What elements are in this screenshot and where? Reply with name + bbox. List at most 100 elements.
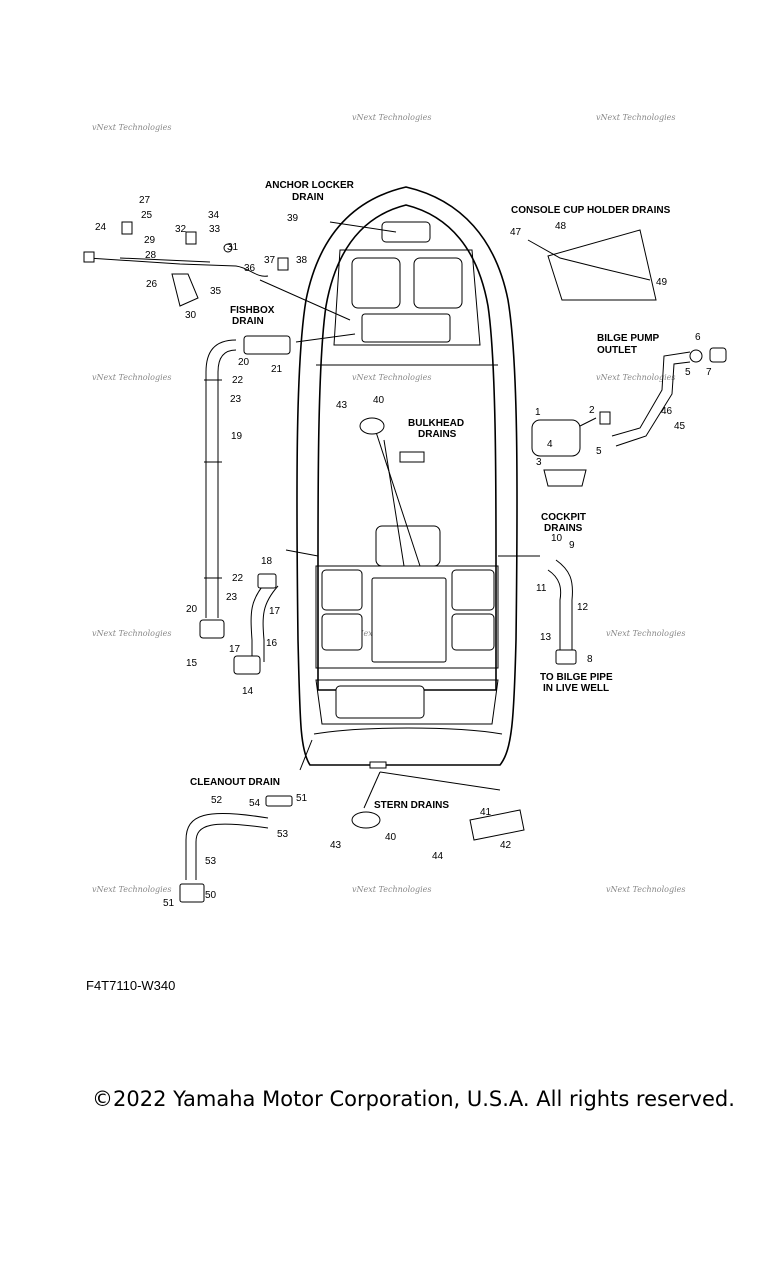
stern-drain-plug [369,761,387,769]
watermark: vNext Technologies [352,113,431,122]
part-numbers: 1 2 3 4 5 5 6 7 8 9 10 11 12 13 14 15 16… [95,195,712,909]
watermark: vNext Technologies [596,373,675,382]
part-number: 31 [227,242,239,253]
watermark: vNext Technologies [92,629,171,638]
part-number: 1 [535,407,541,418]
label-bilge-pump-line1: BILGE PUMP [597,333,660,344]
watermark: vNext Technologies [92,885,171,894]
part-number: 26 [146,279,158,290]
label-bulkhead-line1: BULKHEAD [408,418,464,429]
stern-drain-parts [351,809,525,841]
part-number: 47 [510,227,522,238]
copyright-notice: ©2022 Yamaha Motor Corporation, U.S.A. A… [92,1087,735,1111]
part-number: 39 [287,213,299,224]
bow-hatch-left [351,257,401,309]
part-number: 9 [569,540,575,551]
live-well [371,577,447,663]
stern-hatch [335,685,425,719]
label-anchor-locker-line1: ANCHOR LOCKER [265,180,355,191]
cockpit-box-4 [451,613,495,651]
hull-outline [296,186,518,766]
cleanout-drain-hose [179,795,293,903]
part-number: 48 [555,221,567,232]
part-number: 49 [656,277,668,288]
part-number: 18 [261,556,273,567]
label-bilge-pump-line2: OUTLET [597,345,637,356]
part-number: 54 [249,798,261,809]
part-number: 6 [695,332,701,343]
cockpit-floor [315,565,499,669]
part-number: 32 [175,224,187,235]
part-number: 24 [95,222,107,233]
part-number: 20 [186,604,198,615]
bilge-pump [531,419,581,457]
part-number: 50 [205,890,217,901]
part-number: 3 [536,457,542,468]
part-number: 33 [209,224,221,235]
part-number: 51 [163,898,175,909]
part-number: 27 [139,195,151,206]
part-number: 44 [432,851,444,862]
part-number: 22 [232,375,244,386]
part-number: 46 [661,406,673,417]
cockpit-box-3 [451,569,495,611]
fitting [121,221,133,235]
fishbox-fitting [243,335,291,355]
fitting [185,231,197,245]
label-cockpit-line2: DRAINS [544,523,583,534]
drain-cover [359,417,385,435]
part-number: 37 [264,255,276,266]
console-cup-holder [527,229,657,301]
part-number: 16 [266,638,278,649]
label-to-bilge-line1: TO BILGE PIPE [540,672,613,683]
part-number: 43 [330,840,342,851]
figure-code: F4T7110-W340 [86,978,176,993]
part-number: 15 [186,658,198,669]
hose-clip [83,251,95,263]
part-number: 4 [547,439,553,450]
label-console-cup-holder-drains: CONSOLE CUP HOLDER DRAINS [511,205,671,216]
part-number: 14 [242,686,254,697]
bulkhead-drain-parts [359,417,425,463]
clamp [223,243,233,253]
fitting [599,411,611,425]
leader-lines [259,221,540,809]
watermark: vNext Technologies [92,123,171,132]
part-number: 11 [536,583,547,594]
part-number: 5 [685,367,691,378]
watermark: vNext Technologies [352,885,431,894]
part-number: 42 [500,840,512,851]
cockpit-box-1 [321,569,363,611]
label-fishbox-line2: DRAIN [232,316,264,327]
part-number: 2 [589,405,595,416]
drain-base [179,883,205,903]
part-number: 19 [231,431,243,442]
watermark: vNext Technologies [596,113,675,122]
part-number: 23 [230,394,242,405]
pump-base [543,469,587,487]
cockpit-drain-hose-right [547,559,577,665]
boat-hull [296,186,518,769]
part-number: 30 [185,310,197,321]
console-seat [375,525,441,567]
elbow [233,655,261,675]
watermark: vNext Technologies [606,629,685,638]
label-to-bilge-line2: IN LIVE WELL [543,683,609,694]
bilge-pump-assembly [531,347,727,487]
bow-hatch-right [413,257,463,309]
anchor-locker [381,221,431,243]
part-number: 34 [208,210,220,221]
fishbox-hatch [361,313,451,343]
drain-cap [265,795,293,807]
part-number: 28 [145,250,157,261]
label-cockpit-line1: COCKPIT [541,512,586,523]
part-number: 52 [211,795,223,806]
part-number: 53 [277,829,289,840]
part-number: 43 [336,400,348,411]
outlet-fitting [709,347,727,363]
part-number: 22 [232,573,244,584]
part-number: 25 [141,210,153,221]
elbow-fitting [199,619,225,639]
drain-fitting [257,573,277,589]
